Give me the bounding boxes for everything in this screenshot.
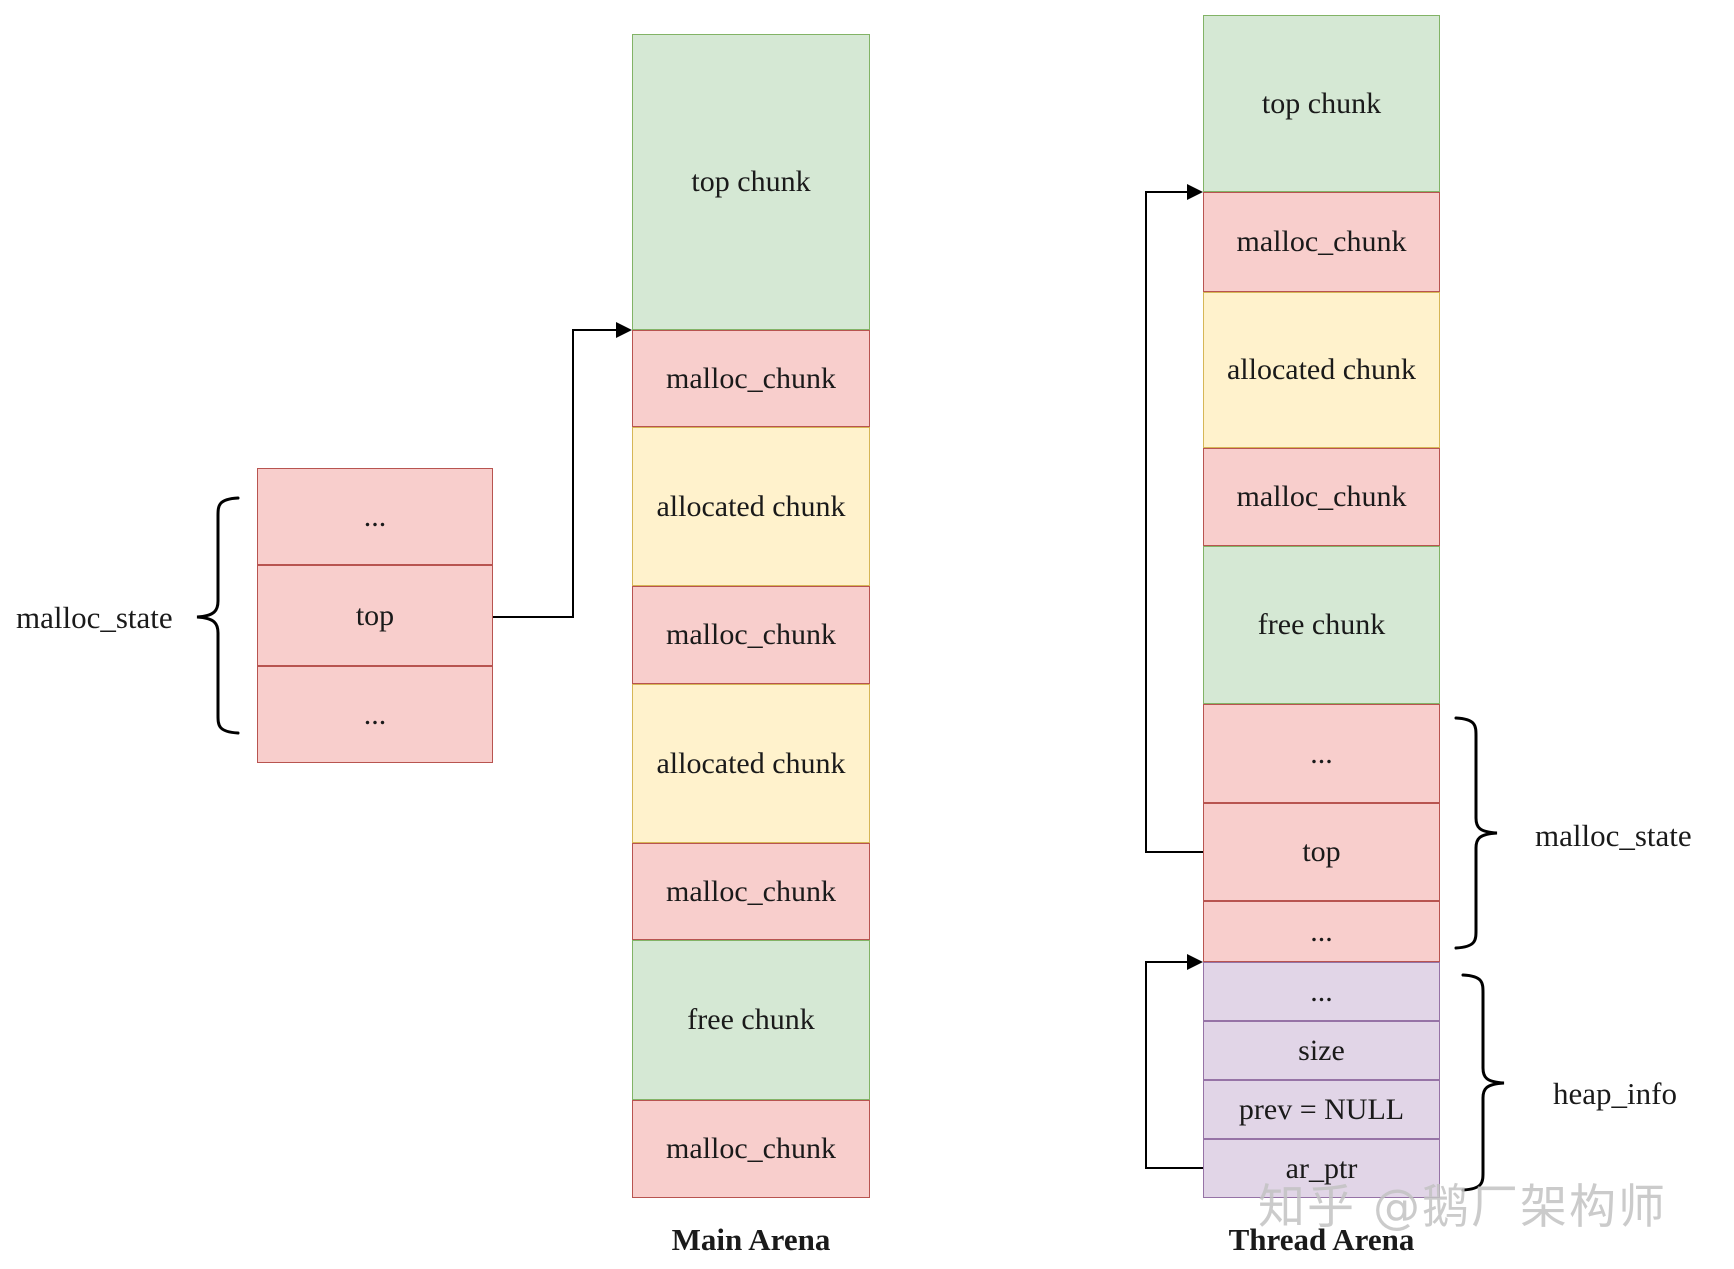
thread-arena-top-chunk: top chunk: [1203, 15, 1440, 192]
heap-info-prev: prev = NULL: [1203, 1080, 1440, 1139]
thread-arena-title: Thread Arena: [1228, 1222, 1415, 1257]
main-arena-column: top chunk malloc_chunk allocated chunk m…: [632, 34, 870, 1198]
main-arena-malloc-chunk: malloc_chunk: [632, 1100, 870, 1198]
heap-info-ellipsis: ...: [1203, 962, 1440, 1021]
thread-arena-malloc-chunk: malloc_chunk: [1203, 448, 1440, 546]
struct-row-ellipsis: ...: [257, 468, 493, 565]
malloc-state-struct-box: ... top ...: [257, 468, 493, 763]
malloc-state-label-right: malloc_state: [1535, 818, 1692, 853]
main-arena-allocated-chunk: allocated chunk: [632, 427, 870, 586]
heap-info-arptr: ar_ptr: [1203, 1139, 1440, 1198]
malloc-state-label-left: malloc_state: [16, 600, 173, 635]
thread-arena-malloc-chunk: malloc_chunk: [1203, 192, 1440, 292]
thread-malloc-state-ellipsis: ...: [1203, 901, 1440, 962]
heap-info-size: size: [1203, 1021, 1440, 1080]
heap-info-label: heap_info: [1553, 1076, 1677, 1111]
thread-arena-free-chunk: free chunk: [1203, 546, 1440, 704]
main-arena-top-chunk: top chunk: [632, 34, 870, 330]
struct-row-top: top: [257, 565, 493, 666]
main-arena-malloc-chunk: malloc_chunk: [632, 586, 870, 684]
left-malloc-state-brace: [196, 496, 240, 735]
arrow-top-to-main-arena: [493, 322, 632, 618]
main-arena-title: Main Arena: [671, 1222, 831, 1257]
watermark: 知乎 @鹅厂架构师: [1258, 1180, 1667, 1235]
main-arena-free-chunk: free chunk: [632, 940, 870, 1100]
arrow-top-to-thread-chunk: [1145, 184, 1203, 853]
thread-malloc-state-top: top: [1203, 803, 1440, 901]
thread-arena-allocated-chunk: allocated chunk: [1203, 292, 1440, 448]
arrow-arptr-to-heapinfo: [1145, 954, 1203, 1169]
thread-arena-column: top chunk malloc_chunk allocated chunk m…: [1203, 15, 1440, 1198]
main-arena-allocated-chunk: allocated chunk: [632, 684, 870, 843]
struct-row-ellipsis: ...: [257, 666, 493, 763]
heap-info-brace: [1461, 973, 1505, 1192]
right-malloc-state-brace: [1454, 716, 1498, 950]
main-arena-malloc-chunk: malloc_chunk: [632, 330, 870, 427]
main-arena-malloc-chunk: malloc_chunk: [632, 843, 870, 940]
thread-malloc-state-ellipsis: ...: [1203, 704, 1440, 803]
